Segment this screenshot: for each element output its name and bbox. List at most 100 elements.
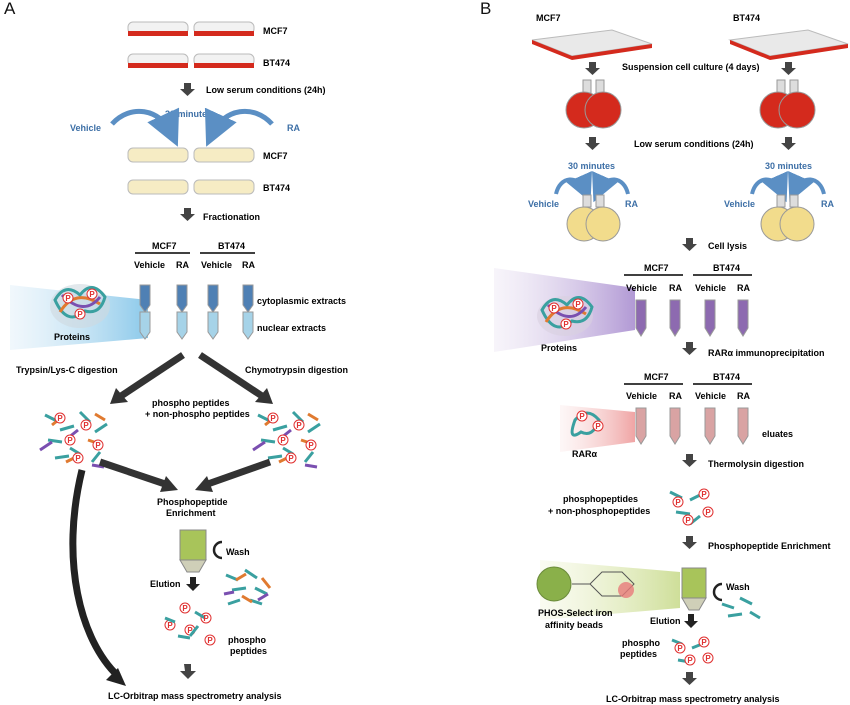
down-arrow-icon <box>682 672 697 685</box>
enrichment-label-line1: Phosphopeptide <box>157 497 228 507</box>
b-phospho-line1: phosphopeptides <box>563 494 638 504</box>
eluates-label: eluates <box>762 429 793 439</box>
phospho-p-mark: P <box>705 654 711 663</box>
rara-protein-icon: PP <box>570 410 604 437</box>
tube-header-mcf7: MCF7 <box>152 241 177 251</box>
tube-header-bt474: BT474 <box>218 241 245 251</box>
phospho-p-mark: P <box>187 626 193 635</box>
phospho-p-mark: P <box>575 300 581 309</box>
panel-b-letter: B <box>480 0 491 18</box>
down-arrow-icon <box>781 62 796 75</box>
b-tube2-header-mcf7: MCF7 <box>644 372 669 382</box>
b-ra-left: RA <box>625 199 638 209</box>
wash-label: Wash <box>226 547 250 557</box>
b-tube-vehicle: Vehicle <box>626 283 657 293</box>
phospho-p-mark: P <box>57 414 63 423</box>
down-arrow-icon <box>186 577 200 591</box>
rara-label: RARα <box>572 449 597 459</box>
affinity-bead-icon <box>536 566 572 602</box>
phospho-p-mark: P <box>677 644 683 653</box>
tube-ra-label: RA <box>242 260 255 270</box>
thirty-minutes-label: 30 minutes <box>165 109 212 119</box>
phospho-p-mark: P <box>705 508 711 517</box>
treatment-arrow-icon <box>592 170 630 203</box>
flask-red-right <box>759 79 816 129</box>
phospho-p-mark: P <box>308 441 314 450</box>
b-bt474-label: BT474 <box>733 13 760 23</box>
phospho-peptides-line2: peptides <box>230 646 267 656</box>
down-arrow-icon <box>781 137 796 150</box>
phospho-p-mark: P <box>77 310 83 319</box>
dish-label-mcf7: MCF7 <box>263 26 288 36</box>
flask-serum-right <box>760 194 815 242</box>
down-arrow-icon <box>180 664 196 679</box>
treatment-arrow-icon <box>750 170 788 203</box>
down-arrow-icon <box>585 62 600 75</box>
phospho-p-mark: P <box>595 422 601 431</box>
b-ra-right: RA <box>821 199 834 209</box>
tube-row-cytoplasmic <box>139 284 254 313</box>
nuclear-label: nuclear extracts <box>257 323 326 333</box>
b-thirty-minutes-left: 30 minutes <box>568 161 615 171</box>
enrich-arrow-icon <box>203 458 272 489</box>
b-tube2-ra: RA <box>669 391 682 401</box>
b-low-serum-label: Low serum conditions (24h) <box>634 139 754 149</box>
dish2-label-mcf7: MCF7 <box>263 151 288 161</box>
wash-peptides-icon <box>223 568 272 606</box>
lc-orbitrap-label-b: LC-Orbitrap mass spectrometry analysis <box>606 694 780 704</box>
b-enrichment-column-icon <box>681 567 707 611</box>
ra-label: RA <box>287 123 300 133</box>
phospho-p-mark: P <box>75 454 81 463</box>
phospho-p-mark: P <box>65 294 71 303</box>
vehicle-label: Vehicle <box>70 123 101 133</box>
b-phospho-pep-line1: phospho <box>622 638 660 648</box>
tube-row-eluates <box>635 407 749 445</box>
b-tube-ra: RA <box>737 283 750 293</box>
rar-ip-label: RARα immunoprecipitation <box>708 348 825 358</box>
treatment-arrow-icon <box>788 170 826 203</box>
tube-ra-label: RA <box>176 260 189 270</box>
b-tube-vehicle: Vehicle <box>695 283 726 293</box>
down-arrow-icon <box>682 454 697 467</box>
dish-group-bt474-red <box>127 53 255 68</box>
phospho-p-mark: P <box>182 604 188 613</box>
phospho-p-mark: P <box>95 441 101 450</box>
b-tube2-header-bt474: BT474 <box>713 372 740 382</box>
phospho-p-mark: P <box>687 656 693 665</box>
beads-label-line1: PHOS-Select iron <box>538 608 613 618</box>
phospho-label-line1: phospho peptides <box>152 398 230 408</box>
dish-group-mcf7-red <box>127 21 255 36</box>
tube-row-nuclear <box>139 311 254 340</box>
b-thirty-minutes-right: 30 minutes <box>765 161 812 171</box>
thermolysin-label: Thermolysin digestion <box>708 459 804 469</box>
phospho-p-mark: P <box>83 421 89 430</box>
panel-a-letter: A <box>4 0 16 18</box>
phospho-p-mark: P <box>280 436 286 445</box>
down-arrow-icon <box>180 208 195 221</box>
phospho-p-mark: P <box>288 454 294 463</box>
flask-red-left <box>565 79 622 129</box>
b-mcf7-label: MCF7 <box>536 13 561 23</box>
iron-chelate-icon <box>572 571 635 598</box>
phospho-p-mark: P <box>701 638 707 647</box>
phospho-p-mark: P <box>563 320 569 329</box>
cell-lysis-label: Cell lysis <box>708 241 747 251</box>
wash-arrow-icon <box>212 540 223 560</box>
dish-label-bt474: BT474 <box>263 58 290 68</box>
phospho-p-mark: P <box>203 614 209 623</box>
dish2-label-bt474: BT474 <box>263 183 290 193</box>
enrichment-label-line2: Enrichment <box>166 508 216 518</box>
phospho-peptides-line1: phospho <box>228 635 266 645</box>
down-arrow-icon <box>682 238 697 251</box>
cytoplasmic-label: cytoplasmic extracts <box>257 296 346 306</box>
wash-arrow-icon <box>712 582 723 602</box>
b-tube2-ra: RA <box>737 391 750 401</box>
dish-group-mcf7-serum <box>127 147 255 163</box>
